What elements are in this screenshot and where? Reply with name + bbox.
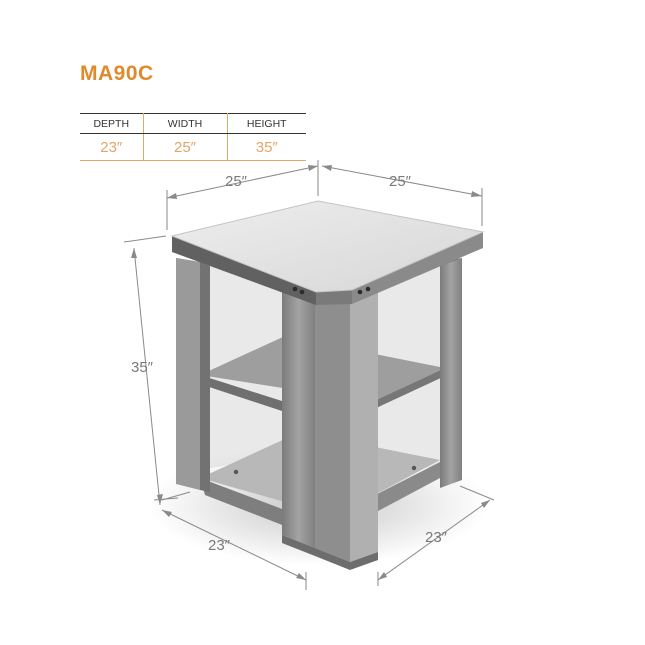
arrow-bottom-right-b (481, 500, 490, 508)
spec-value-width: 25″ (142, 133, 228, 161)
dim-tick-height-a (123, 235, 167, 243)
dim-tick-bottom-right-b (459, 485, 495, 501)
bottom-panel-front-lip (200, 478, 290, 528)
arrow-bottom-left-a (162, 510, 172, 517)
dim-line-bottom-left (161, 509, 307, 581)
arrow-bottom-left-b (296, 573, 306, 580)
floor-bolt-1 (233, 469, 239, 475)
band-bolt-4 (365, 286, 371, 292)
arrowheads (131, 165, 490, 580)
front-left-leg (176, 258, 200, 490)
floor-bolt-2 (411, 465, 417, 471)
front-corner-post-chamfer (315, 300, 350, 562)
arrow-top-right-b (471, 191, 482, 197)
dim-label-height: 35″ (131, 359, 154, 376)
arrow-top-right-a (322, 165, 332, 171)
front-corner-post-right (350, 290, 378, 562)
countertop-left-band (172, 236, 316, 305)
arrow-top-left-a (167, 193, 177, 199)
band-bolt-2 (299, 289, 305, 295)
dim-label-bottom-right: 23″ (425, 529, 448, 546)
dimension-lines (123, 160, 495, 590)
spec-value-height: 35″ (226, 133, 306, 161)
model-title: MA90C (80, 62, 154, 85)
dim-line-bottom-right (377, 499, 491, 581)
post-foot (282, 535, 378, 570)
front-corner-post (282, 290, 315, 548)
front-left-leg-edge (200, 262, 210, 492)
cabinet (170, 200, 485, 570)
arrow-top-left-b (308, 165, 318, 171)
arrow-height-a (131, 248, 137, 258)
dim-tick-bottom-left-a (161, 491, 191, 501)
band-bolt-1 (292, 286, 298, 292)
arrow-bottom-right-a (378, 572, 387, 580)
dim-line-top-left (166, 165, 319, 199)
dim-label-top-right: 25″ (389, 173, 412, 190)
middle-shelf-front-edge (200, 375, 285, 412)
middle-shelf-right-edge (372, 368, 445, 410)
countertop-front-band (316, 290, 352, 305)
band-bolt-3 (357, 289, 363, 295)
dim-line-height (133, 247, 161, 506)
dim-label-bottom-left: 23″ (208, 537, 231, 554)
front-right-leg (440, 258, 462, 488)
arrow-height-b (157, 494, 163, 505)
spec-value-depth: 23″ (80, 133, 144, 161)
spec-table: DEPTH WIDTH HEIGHT 23″ 25″ 35″ (80, 113, 306, 161)
countertop-right-band (352, 232, 483, 304)
spec-header-width: WIDTH (142, 113, 228, 134)
dim-line-top-right (321, 165, 483, 197)
spec-table-value-row: 23″ 25″ 35″ (80, 133, 306, 161)
dim-label-top-left: 25″ (225, 173, 248, 190)
countertop (170, 200, 485, 293)
